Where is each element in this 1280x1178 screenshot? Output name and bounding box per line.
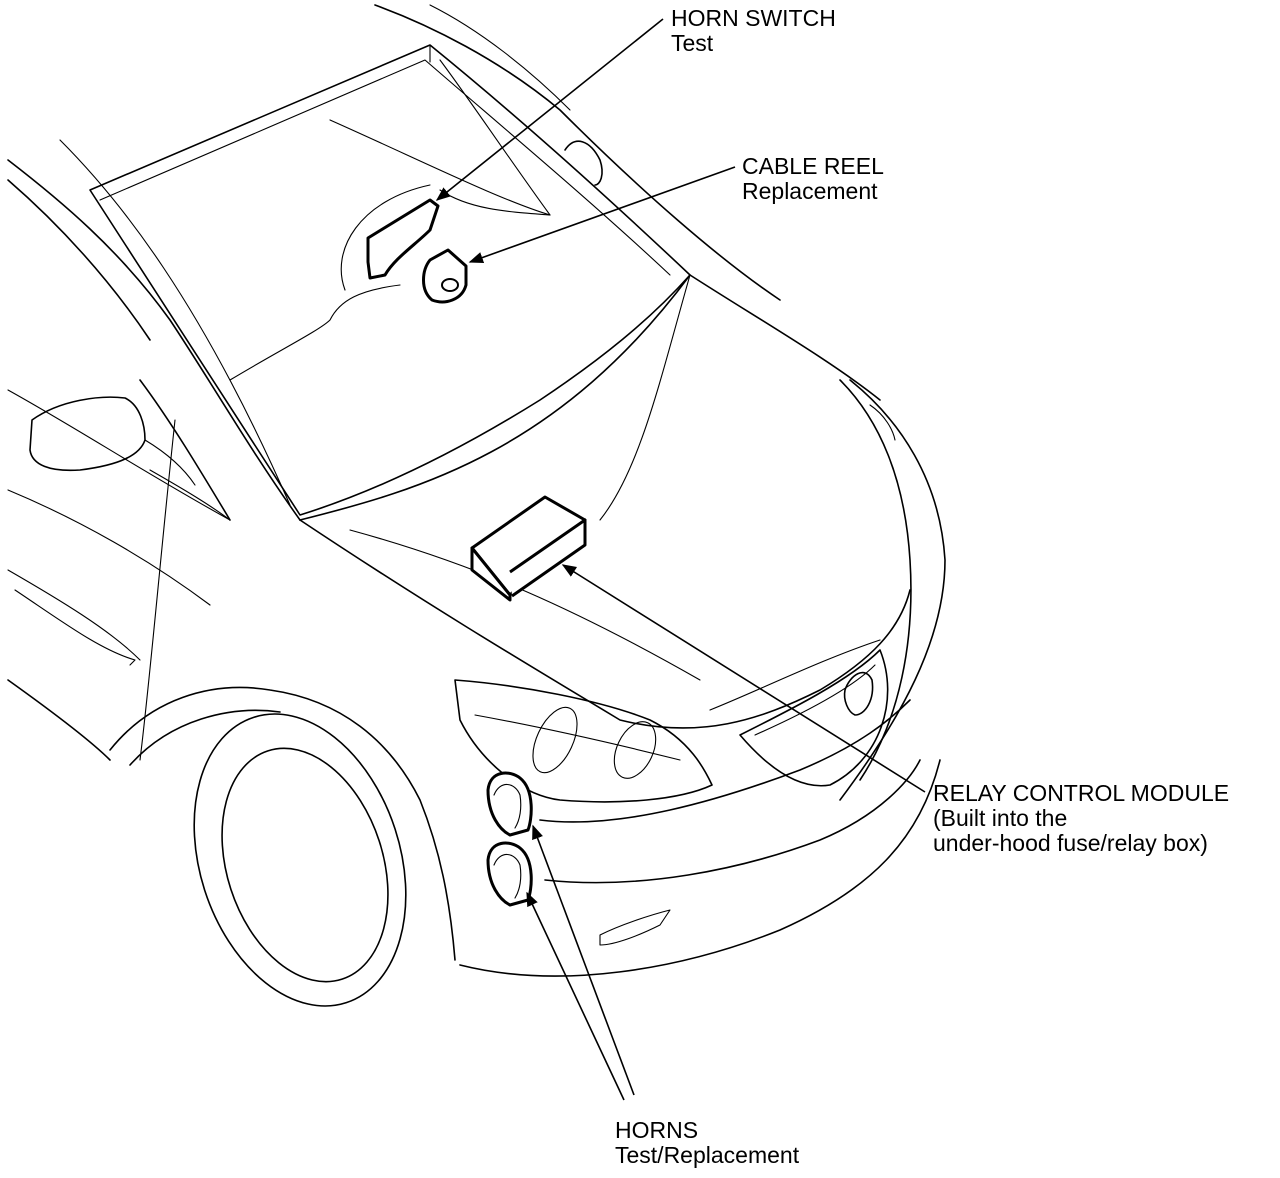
horns-subtitle: Test/Replacement — [615, 1142, 800, 1168]
horn-switch-leader — [435, 18, 664, 201]
horn-switch-label: HORN SWITCH Test — [671, 6, 836, 56]
horns-title: HORNS — [615, 1117, 699, 1143]
horn-upper-part — [486, 771, 533, 837]
cable-reel-title: CABLE REEL — [742, 153, 884, 179]
horns-leader-upper — [532, 824, 635, 1096]
relay-control-module-title: RELAY CONTROL MODULE — [933, 780, 1230, 806]
relay-control-module-line2: (Built into the — [933, 805, 1068, 831]
cable-reel-label: CABLE REEL Replacement — [742, 154, 884, 204]
relay-control-module-label: RELAY CONTROL MODULE (Built into the und… — [933, 781, 1229, 856]
horn-switch-title: HORN SWITCH — [671, 5, 836, 31]
horns-leader-lower — [526, 891, 625, 1101]
cable-reel-part — [422, 248, 468, 304]
relay-control-module-box — [470, 495, 587, 602]
horn-switch-subtitle: Test — [671, 30, 714, 56]
horn-switch-part — [366, 198, 440, 280]
cable-reel-subtitle: Replacement — [742, 178, 878, 204]
relay-control-module-line3: under-hood fuse/relay box) — [933, 830, 1208, 856]
cable-reel-leader — [468, 166, 736, 264]
relay-module-leader — [561, 564, 926, 793]
horns-label: HORNS Test/Replacement — [615, 1118, 799, 1168]
horn-lower-part — [486, 841, 533, 907]
